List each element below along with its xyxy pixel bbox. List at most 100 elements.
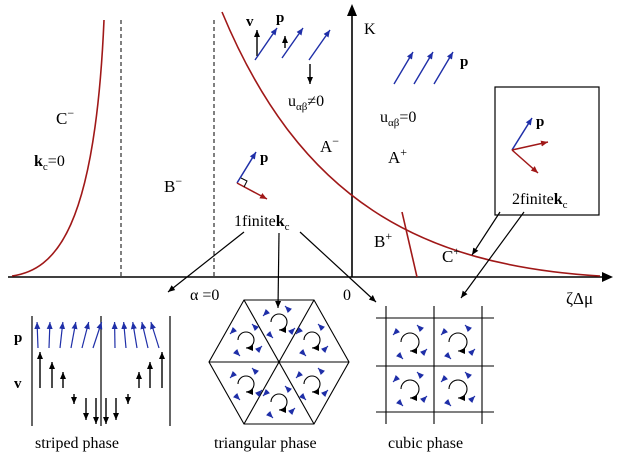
kc-arrow — [236, 182, 268, 200]
polarization-arrow — [34, 321, 41, 349]
polarization-arrow — [467, 348, 476, 357]
two-finite-kc-box: p 2finitekc — [494, 86, 600, 216]
inset-pointers — [167, 211, 525, 309]
polarization-arrow — [416, 371, 425, 380]
polarization-arrow — [511, 117, 533, 151]
origin-label: 0 — [343, 287, 351, 304]
pointer-arrow — [275, 232, 282, 309]
p-label-box: p — [536, 114, 544, 130]
vortex — [295, 323, 329, 357]
polarization-arrow — [467, 395, 476, 404]
cubic-vortices — [392, 324, 476, 407]
a-minus-vector-sketch: v p — [246, 10, 331, 84]
polarization-arrow — [70, 321, 78, 349]
polarization-arrow — [440, 374, 449, 383]
triangular-vortices — [229, 305, 329, 419]
vortex-flow-arc — [400, 379, 420, 401]
vortex — [229, 367, 263, 401]
polarization-arrow — [265, 330, 274, 339]
polarization-arrow — [416, 324, 425, 333]
striped-v-label: v — [14, 376, 22, 392]
polarization-arrow — [440, 327, 449, 336]
polarization-arrow — [236, 151, 257, 184]
polarization-arrow — [229, 370, 238, 379]
region-a-minus: A− — [320, 134, 339, 156]
region-b-minus: B− — [164, 174, 182, 196]
polarization-arrow — [320, 345, 329, 354]
vortex-flow-arc — [448, 379, 468, 401]
vortex-flow-arc — [303, 331, 321, 351]
polarization-arrow — [393, 51, 414, 85]
polarization-arrow — [443, 351, 452, 360]
vortex-flow-arc — [237, 331, 255, 351]
vortex-flow-arc — [303, 375, 321, 395]
polarization-arrow — [81, 321, 90, 349]
polarization-arrow — [298, 348, 307, 357]
alpha-zero-label: α =0 — [190, 287, 219, 304]
polarization-arrow — [443, 398, 452, 407]
vortex — [440, 371, 476, 407]
p-label-a-plus: p — [460, 54, 468, 70]
polarization-arrow — [419, 348, 428, 357]
polarization-arrow — [262, 308, 271, 317]
pointer-arrow — [460, 211, 525, 299]
polarization-arrow — [92, 321, 103, 349]
vortex — [392, 371, 428, 407]
vortex-flow-arc — [270, 313, 288, 333]
kc-arrow — [511, 140, 549, 151]
one-finite-kc-label: 1finitekc — [234, 213, 290, 233]
cubic-phase-inset: cubic phase — [376, 306, 494, 452]
polarization-arrow — [251, 367, 260, 376]
polarization-arrow — [392, 374, 401, 383]
polarization-arrow — [130, 321, 138, 349]
y-axis-label: K — [364, 21, 376, 38]
polarization-arrow — [284, 385, 293, 394]
polarization-arrow — [392, 327, 401, 336]
polarization-arrow — [308, 29, 331, 61]
stripe-arrows — [34, 321, 165, 424]
striped-caption: striped phase — [35, 435, 119, 452]
u-zero-label: uαβ=0 — [380, 109, 416, 129]
polarization-arrow — [265, 410, 274, 419]
vortex — [295, 367, 329, 401]
axes: K ζΔμ 0 α =0 — [8, 4, 613, 308]
polarization-arrow — [433, 51, 454, 85]
a-plus-vector-sketch: p — [393, 51, 468, 85]
vortex — [262, 305, 296, 339]
x-axis-arrowhead — [602, 272, 613, 282]
p-label-top: p — [276, 10, 284, 26]
one-finite-kc-sketch: p 1finitekc — [234, 150, 290, 233]
y-axis-arrowhead — [347, 4, 357, 16]
polarization-arrow — [295, 326, 304, 335]
cubic-caption: cubic phase — [388, 435, 463, 452]
vortex — [392, 324, 428, 360]
vortex-flow-arc — [448, 332, 468, 354]
polarization-arrow — [59, 321, 66, 349]
polarization-arrow — [229, 326, 238, 335]
polarization-arrow — [395, 398, 404, 407]
kc-zero-label: kc=0 — [34, 153, 65, 173]
polarization-arrow — [140, 321, 149, 349]
vortex-flow-arc — [400, 332, 420, 354]
hyperbolic-boundary-curve — [221, 11, 601, 277]
region-a-plus: A+ — [388, 145, 407, 167]
polarization-arrow — [287, 327, 296, 336]
pointer-arrow — [471, 211, 501, 256]
polarization-arrow — [413, 51, 434, 85]
kc-arrow — [511, 149, 539, 174]
two-finite-kc-label: 2finitekc — [512, 191, 568, 211]
right-angle-marker — [240, 177, 248, 188]
polarization-arrow — [320, 389, 329, 398]
polarization-arrow — [395, 351, 404, 360]
pointer-arrow — [167, 231, 245, 293]
polarization-arrow — [46, 321, 53, 349]
polarization-arrow — [298, 392, 307, 401]
b-plus-c-plus-boundary — [401, 211, 418, 278]
polarization-arrow — [121, 321, 128, 349]
vortex — [440, 324, 476, 360]
left-boundary-curve — [11, 19, 105, 277]
striped-phase-inset: p v striped phase — [14, 316, 171, 452]
x-axis-label: ζΔμ — [566, 289, 593, 308]
polarization-arrow — [317, 367, 326, 376]
